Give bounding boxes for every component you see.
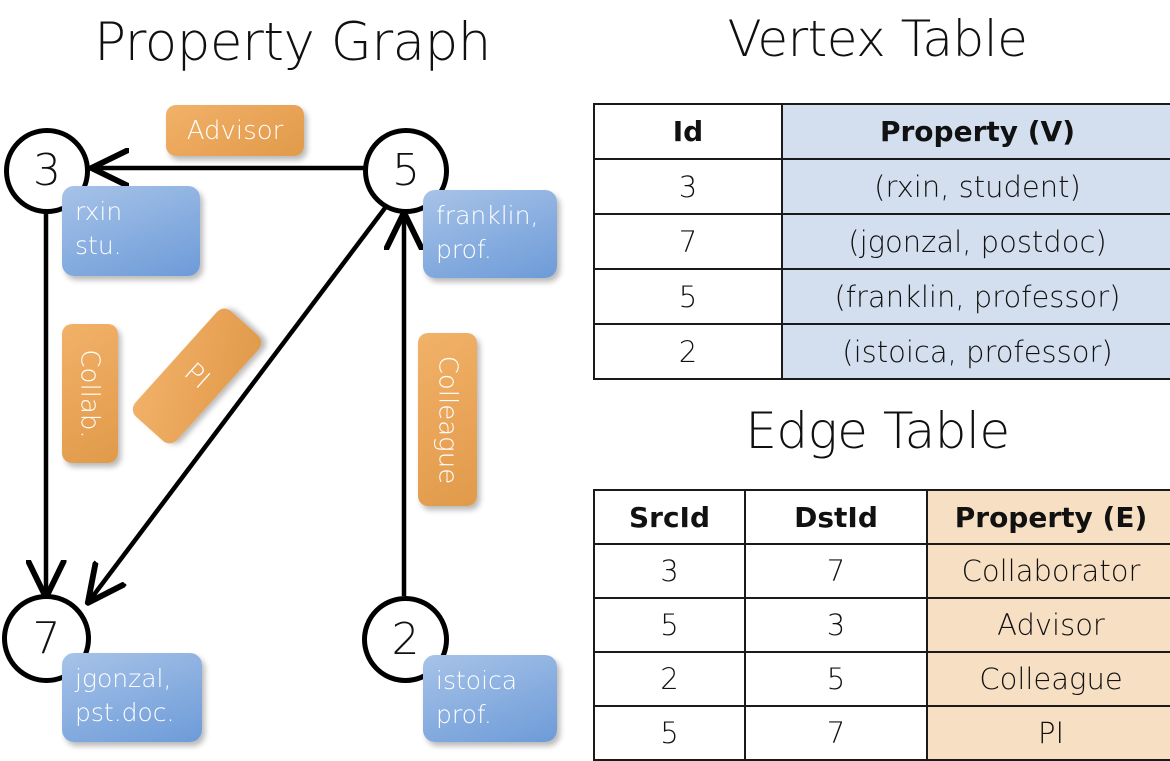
graph-edges-svg bbox=[0, 0, 585, 760]
edge-cell-dstid: 3 bbox=[744, 597, 928, 653]
node-property-box-2: istoica prof. bbox=[423, 655, 557, 742]
edge-cell-srcid: 2 bbox=[593, 651, 746, 707]
table-row: 5 (franklin, professor) bbox=[593, 268, 1170, 325]
table-row: 2 (istoica, professor) bbox=[593, 323, 1170, 380]
graph-node-2[interactable]: 2 bbox=[362, 596, 449, 683]
edge-table-header-srcid: SrcId bbox=[593, 489, 746, 545]
graph-node-2-label: 2 bbox=[391, 613, 420, 665]
node-property-5-line2: prof. bbox=[436, 235, 492, 264]
edge-cell-srcid: 5 bbox=[593, 705, 746, 761]
vertex-table: Id Property (V) 3 (rxin, student) 7 (jgo… bbox=[593, 103, 1170, 380]
node-property-5-line1: franklin, bbox=[436, 201, 539, 230]
graph-node-5-label: 5 bbox=[392, 145, 420, 196]
page-title-edge-table: Edge Table bbox=[745, 402, 1010, 460]
node-property-3-line2: stu. bbox=[75, 231, 122, 260]
edge-label-colleague-text: Colleague bbox=[432, 355, 463, 484]
edge-cell-property: PI bbox=[926, 705, 1170, 761]
node-property-box-7: jgonzal, pst.doc. bbox=[62, 653, 202, 742]
node-property-2-line2: prof. bbox=[436, 700, 492, 729]
graph-node-3-label: 3 bbox=[33, 145, 61, 196]
table-row: 3 7 Collaborator bbox=[593, 543, 1170, 599]
edge-label-collab: Collab. bbox=[62, 324, 118, 463]
vertex-cell-property: (rxin, student) bbox=[781, 158, 1170, 215]
vertex-cell-id: 2 bbox=[593, 323, 783, 380]
vertex-cell-id: 3 bbox=[593, 158, 783, 215]
vertex-cell-property: (jgonzal, postdoc) bbox=[781, 213, 1170, 270]
edge-label-advisor: Advisor bbox=[166, 105, 304, 156]
edge-cell-property: Advisor bbox=[926, 597, 1170, 653]
vertex-table-header-property: Property (V) bbox=[781, 103, 1170, 160]
vertex-cell-property: (istoica, professor) bbox=[781, 323, 1170, 380]
edge-cell-dstid: 7 bbox=[744, 543, 928, 599]
property-graph-diagram: 3 5 7 2 rxin stu. franklin, prof. jgonza… bbox=[0, 0, 585, 760]
node-property-box-3: rxin stu. bbox=[62, 186, 200, 276]
edge-table: SrcId DstId Property (E) 3 7 Collaborato… bbox=[593, 489, 1170, 761]
table-row: 5 7 PI bbox=[593, 705, 1170, 761]
edge-5-to-7 bbox=[90, 202, 390, 600]
vertex-table-header-row: Id Property (V) bbox=[593, 103, 1170, 160]
edge-label-collab-text: Collab. bbox=[75, 348, 105, 439]
edge-table-header-dstid: DstId bbox=[744, 489, 928, 545]
table-row: 2 5 Colleague bbox=[593, 651, 1170, 707]
vertex-table-header-id: Id bbox=[593, 103, 783, 160]
edge-cell-property: Colleague bbox=[926, 651, 1170, 707]
edge-cell-srcid: 5 bbox=[593, 597, 746, 653]
node-property-2-line1: istoica bbox=[436, 666, 518, 695]
edge-table-header-row: SrcId DstId Property (E) bbox=[593, 489, 1170, 545]
edge-cell-dstid: 5 bbox=[744, 651, 928, 707]
vertex-cell-property: (franklin, professor) bbox=[781, 268, 1170, 325]
node-property-3-line1: rxin bbox=[75, 197, 123, 226]
edge-label-colleague: Colleague bbox=[418, 333, 477, 506]
vertex-cell-id: 7 bbox=[593, 213, 783, 270]
graph-node-7-label: 7 bbox=[32, 612, 61, 664]
edge-label-advisor-text: Advisor bbox=[186, 115, 284, 146]
node-property-box-5: franklin, prof. bbox=[423, 190, 557, 278]
node-property-7-line2: pst.doc. bbox=[75, 698, 175, 727]
table-row: 7 (jgonzal, postdoc) bbox=[593, 213, 1170, 270]
edge-cell-dstid: 7 bbox=[744, 705, 928, 761]
page-title-property-graph: Property Graph bbox=[94, 12, 491, 73]
edge-label-pi-text: PI bbox=[178, 357, 216, 395]
edge-cell-srcid: 3 bbox=[593, 543, 746, 599]
node-property-7-line1: jgonzal, bbox=[75, 664, 172, 693]
table-row: 3 (rxin, student) bbox=[593, 158, 1170, 215]
edge-cell-property: Collaborator bbox=[926, 543, 1170, 599]
table-row: 5 3 Advisor bbox=[593, 597, 1170, 653]
vertex-cell-id: 5 bbox=[593, 268, 783, 325]
page-title-vertex-table: Vertex Table bbox=[727, 10, 1028, 68]
edge-table-header-property: Property (E) bbox=[926, 489, 1170, 545]
